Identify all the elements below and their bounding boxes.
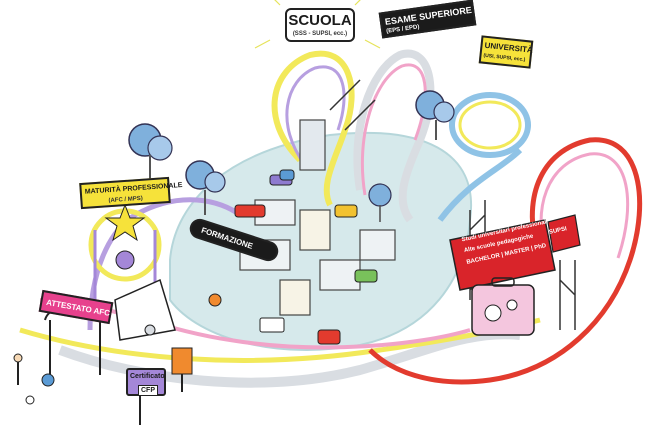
- loop-scuola: [271, 50, 355, 207]
- track-blue-link: [437, 147, 523, 222]
- car-icon-yellow: [334, 204, 358, 218]
- maze-blocks: [239, 119, 396, 316]
- car-icon-orange: [208, 293, 222, 307]
- tractor-icon: [317, 329, 341, 345]
- gear-icon-small: [506, 299, 518, 311]
- tree-icon-right: [415, 90, 455, 140]
- tent-shape: [114, 278, 176, 341]
- loop-red: [368, 137, 643, 385]
- car-icon-red: [234, 204, 266, 218]
- loop-scuola-inner: [285, 65, 346, 166]
- maturita-gate: [88, 203, 162, 300]
- sign-universita: UNIVERSITÀ (USI, SUPSI, ecc.): [478, 35, 534, 69]
- sign-scuola-sub: (SSS - SUPSI, ecc.): [292, 31, 348, 37]
- banner-studi-shape: [449, 219, 556, 291]
- truck-icon: [259, 317, 285, 333]
- banner-supsi-shape: [547, 214, 581, 253]
- sign-maturita-title: MATURITÀ PROFESSIONALE: [84, 181, 183, 196]
- sign-scuola-title: SCUOLA: [288, 12, 352, 29]
- sign-maturita-sub: (AFC / MPS): [108, 195, 143, 205]
- sign-universita-sub: (USI, SUPSI, ecc.): [483, 52, 526, 64]
- car-icon-green: [354, 269, 378, 283]
- tree-icon-center: [185, 160, 226, 215]
- loop-universita-yellow: [458, 100, 522, 150]
- loop-universita: [449, 92, 531, 158]
- tree-icon-left: [128, 123, 173, 185]
- scooter-icon: [41, 373, 55, 387]
- suitcase-icon: [471, 284, 535, 336]
- sign-certificato-sub: CFP: [138, 385, 158, 396]
- tree-icon-far: [368, 183, 392, 222]
- mailbox-icon: [171, 347, 193, 375]
- suitcase-handle: [491, 277, 515, 287]
- person-icon-left: [13, 353, 23, 385]
- loop-red-inner: [539, 152, 630, 263]
- sign-certificato-title: Certificato: [130, 373, 165, 380]
- sign-certificato: Certificato CFP: [126, 368, 166, 396]
- ball-icon: [25, 395, 35, 405]
- gear-icon: [484, 304, 502, 322]
- sign-scuola: SCUOLA (SSS - SUPSI, ecc.): [285, 8, 355, 42]
- loop-esame: [353, 49, 435, 223]
- star-icon: [104, 203, 146, 242]
- sign-esame-title: ESAME SUPERIORE: [384, 4, 473, 27]
- person-icon-right: [144, 324, 156, 336]
- motorbike-icon: [115, 250, 135, 270]
- sun-rays: [254, 0, 381, 49]
- car-icon-blue: [279, 169, 295, 181]
